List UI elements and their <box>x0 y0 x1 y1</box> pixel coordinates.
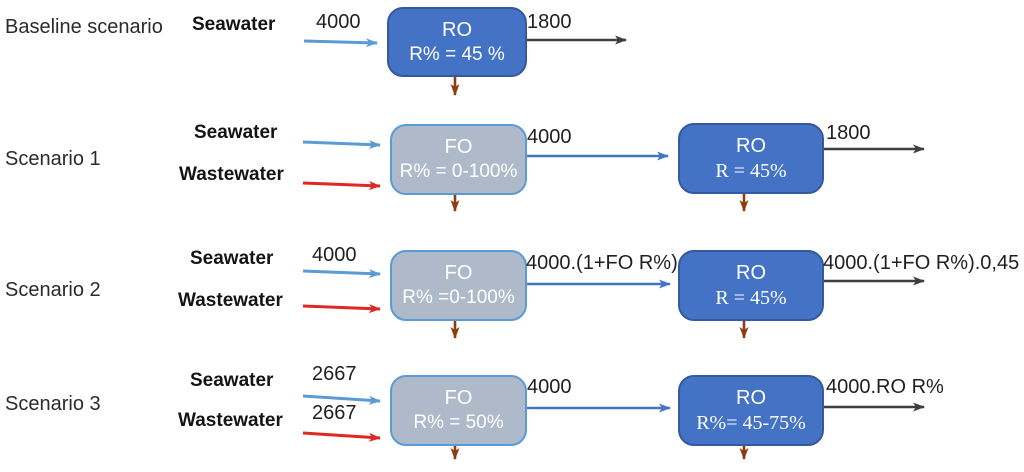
seawater-label: Seawater <box>190 248 274 269</box>
ro-box-title: RO <box>736 261 766 284</box>
ro-box: RO R = 45% <box>678 123 824 194</box>
fo-box-title: FO <box>444 262 473 285</box>
output-flow-label: 1800 <box>527 11 572 33</box>
ro-box-recovery: R%= 45-75% <box>696 411 806 434</box>
mid-flow-label: 4000.(1+FO R%) <box>526 252 678 274</box>
ro-box: RO R% = 45 % <box>387 7 527 77</box>
seawater-flow-label: 2667 <box>312 363 357 385</box>
seawater-flow-label: 4000 <box>316 11 361 33</box>
wastewater-label: Wastewater <box>178 290 283 311</box>
wastewater-arrow <box>302 431 381 442</box>
fo-box: FO R% = 0-100% <box>390 124 527 195</box>
scenario-label: Scenario 3 <box>5 393 101 415</box>
ro-box-title: RO <box>442 18 472 41</box>
mid-flow-label: 4000 <box>527 376 572 398</box>
ro-box-title: RO <box>736 386 766 409</box>
seawater-flow-label: 4000 <box>312 244 357 266</box>
wastewater-arrow <box>302 181 381 191</box>
ro-box-recovery: R = 45% <box>715 286 787 309</box>
fo-box-title: FO <box>444 136 473 159</box>
seawater-label: Seawater <box>192 14 276 35</box>
wastewater-flow-label: 2667 <box>312 402 357 424</box>
wastewater-label: Wastewater <box>178 410 283 431</box>
scenario-label: Baseline scenario <box>5 16 163 38</box>
ro-box: RO R%= 45-75% <box>678 375 824 446</box>
seawater-arrow <box>302 140 381 150</box>
fo-box-title: FO <box>444 387 473 410</box>
seawater-arrow <box>302 394 381 405</box>
fo-box-recovery: R% = 0-100% <box>399 161 518 183</box>
fo-box-recovery: R% = 50% <box>413 412 504 434</box>
ro-box-recovery: R% = 45 % <box>409 43 505 65</box>
wastewater-arrow <box>302 304 381 314</box>
fo-box: FO R% = 50% <box>390 375 527 446</box>
fo-box: FO R% =0-100% <box>390 250 527 321</box>
ro-box-title: RO <box>736 134 766 157</box>
ro-box-recovery: R = 45% <box>715 159 787 182</box>
seawater-label: Seawater <box>190 370 274 391</box>
wastewater-label: Wastewater <box>179 164 284 185</box>
output-flow-label: 4000.RO R% <box>826 376 944 398</box>
ro-box: RO R = 45% <box>678 250 824 321</box>
scenario-label: Scenario 1 <box>5 148 101 170</box>
seawater-label: Seawater <box>194 122 278 143</box>
seawater-arrow <box>303 38 378 48</box>
seawater-arrow <box>302 269 381 279</box>
fo-box-recovery: R% =0-100% <box>402 287 515 309</box>
output-flow-label: 4000.(1+FO R%).0,45 <box>823 252 1020 274</box>
mid-flow-label: 4000 <box>527 126 572 148</box>
output-flow-label: 1800 <box>826 122 871 144</box>
scenario-label: Scenario 2 <box>5 279 101 301</box>
